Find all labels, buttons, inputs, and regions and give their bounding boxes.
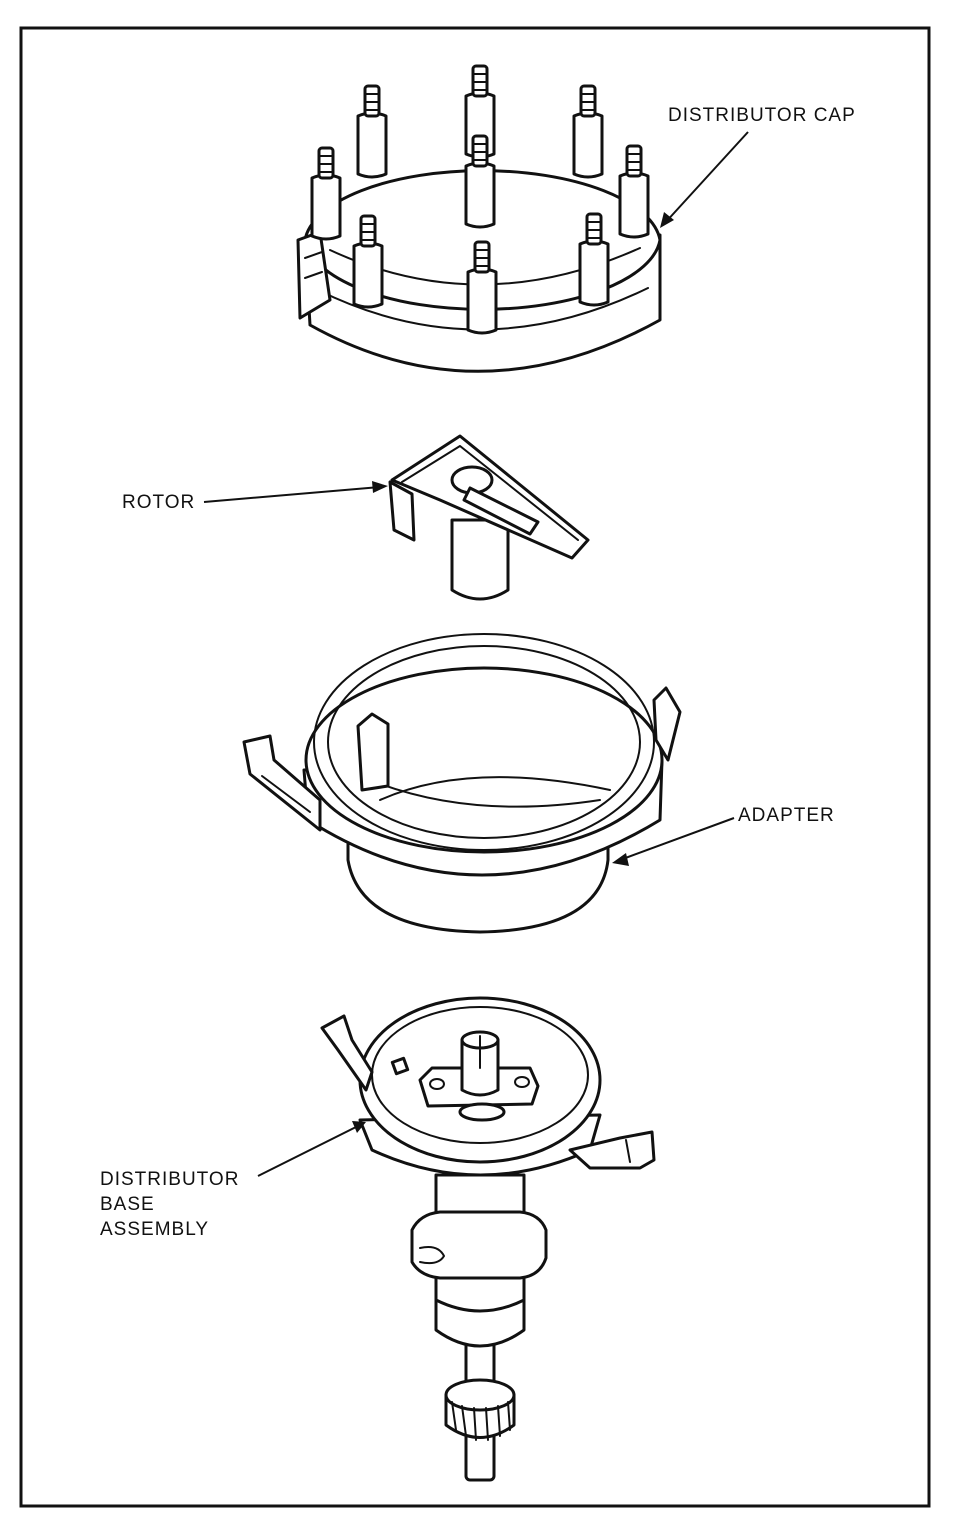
rotor (388, 434, 590, 601)
arrowhead-rotor (372, 481, 388, 493)
distributor-cap (296, 64, 662, 373)
label-base-line-1: DISTRIBUTOR (100, 1169, 239, 1190)
label-distributor-cap-text: DISTRIBUTOR CAP (668, 105, 856, 126)
label-rotor-text: ROTOR (122, 492, 195, 513)
leader-line-adapter (619, 817, 735, 861)
label-base-line-3: ASSEMBLY (100, 1219, 209, 1240)
adapter (242, 633, 682, 934)
figure-frame (19, 26, 931, 1508)
label-distributor-base-assembly: DISTRIBUTOR BASE ASSEMBLY (100, 1121, 366, 1240)
distributor-base-assembly (320, 996, 656, 1482)
leader-line-distributor-base (257, 1125, 359, 1177)
arrowhead-distributor-cap (660, 212, 674, 228)
leader-line-distributor-cap (663, 131, 749, 225)
leader-line-rotor (203, 486, 381, 503)
label-distributor-cap: DISTRIBUTOR CAP (660, 105, 856, 228)
label-rotor: ROTOR (122, 481, 388, 513)
arrowhead-adapter (612, 853, 629, 866)
arrowhead-distributor-base (352, 1121, 366, 1133)
label-adapter-text: ADAPTER (738, 805, 835, 826)
label-base-line-2: BASE (100, 1194, 155, 1215)
label-adapter: ADAPTER (612, 805, 835, 866)
